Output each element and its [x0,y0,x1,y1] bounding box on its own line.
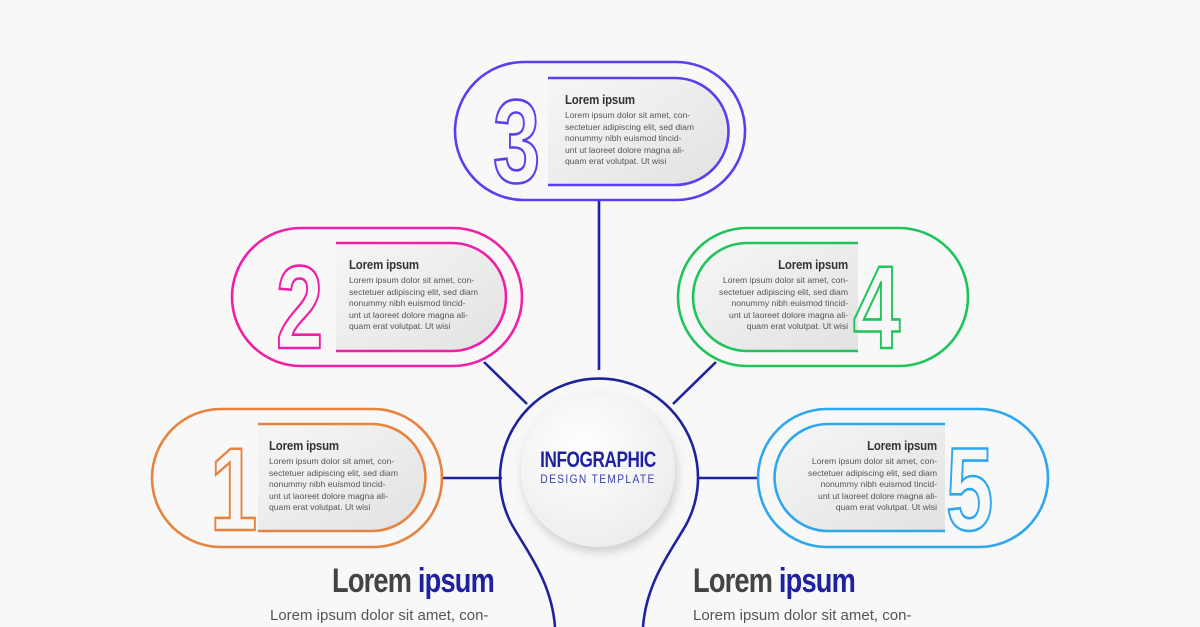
step-desc-line: nonummy nibh euismod tincid- [349,298,466,309]
step-5-text: Lorem ipsum Lorem ipsum dolor sit amet, … [767,438,937,514]
step-desc-line: nonummy nibh euismod tincid- [820,479,937,490]
center-heading: INFOGRAPHIC [540,447,656,472]
step-desc-line: Lorem ipsum dolor sit amet, con- [349,275,475,285]
step-desc-line: sectetuer adipiscing elit, sed diam [719,286,848,297]
bottom-heading: Lorem ipsum [332,562,495,601]
card-1: 1 [150,407,444,556]
step-desc-line: nonummy nibh euismod tincid- [731,298,848,309]
step-4-text: Lorem ipsum Lorem ipsum dolor sit amet, … [678,257,848,333]
step-title: Lorem ipsum [269,438,339,453]
heading-accent-word: ipsum [417,562,495,600]
step-desc-line: quam erat volutpat. Ut wisi [746,321,848,332]
step-desc-line: quam erat volutpat. Ut wisi [269,502,371,513]
step-desc-line: sectetuer adipiscing elit, sed diam [565,121,694,132]
step-title: Lorem ipsum [565,92,635,107]
bulb-outline [498,377,700,627]
center-subheading: DESIGN TEMPLATE [540,472,656,486]
step-number-4: 4 [853,241,900,373]
step-desc-line: sectetuer adipiscing elit, sed diam [349,286,478,297]
step-desc-line: quam erat volutpat. Ut wisi [565,156,667,167]
heading-word: Lorem [332,562,412,600]
step-desc-line: Lorem ipsum dolor sit amet, con- [565,110,691,120]
bottom-heading: Lorem ipsum [693,562,868,601]
step-desc-line: unt ut laoreet dolore magna ali- [565,144,684,155]
card-2: 2 [230,226,524,374]
step-desc-line: sectetuer adipiscing elit, sed diam [808,467,937,478]
step-title: Lorem ipsum [778,257,848,272]
step-1-text: Lorem ipsum Lorem ipsum dolor sit amet, … [269,438,439,514]
step-number-1: 1 [210,423,257,555]
step-desc-line: quam erat volutpat. Ut wisi [349,321,451,332]
step-desc-line: unt ut laoreet dolore magna ali- [269,490,388,501]
step-desc-line: Lorem ipsum dolor sit amet, con- [269,456,395,466]
step-desc-line: nonummy nibh euismod tincid- [565,133,682,144]
step-desc-line: Lorem ipsum dolor sit amet, con- [722,275,848,285]
connector-2 [483,361,528,405]
card-5: 5 [756,407,1050,556]
step-2-text: Lorem ipsum Lorem ipsum dolor sit amet, … [349,257,519,333]
step-desc-line: Lorem ipsum dolor sit amet, con- [811,456,937,466]
heading-word: Lorem [693,562,773,600]
bottom-left-block: Lorem ipsum Lorem ipsum dolor sit amet, … [270,562,535,624]
card-4: 4 [676,226,970,374]
card-3: 3 [453,60,747,208]
bottom-right-block: Lorem ipsum Lorem ipsum dolor sit amet, … [693,562,911,624]
step-title: Lorem ipsum [867,438,937,453]
step-desc-line: unt ut laoreet dolore magna ali- [729,309,848,320]
bottom-text: Lorem ipsum dolor sit amet, con- [270,607,489,624]
center-disc [521,393,675,547]
step-number-2: 2 [276,241,323,373]
step-desc-line: unt ut laoreet dolore magna ali- [349,309,468,320]
center-title: INFOGRAPHIC DESIGN TEMPLATE [520,447,676,487]
step-desc-line: nonummy nibh euismod tincid- [269,479,386,490]
connector-4 [672,361,717,405]
bottom-text: Lorem ipsum dolor sit amet, con- [693,607,912,624]
step-number-3: 3 [493,75,540,207]
step-title: Lorem ipsum [349,257,419,272]
step-desc-line: sectetuer adipiscing elit, sed diam [269,467,398,478]
step-number-5: 5 [946,423,993,555]
step-desc-line: quam erat volutpat. Ut wisi [835,502,937,513]
heading-accent-word: ipsum [778,562,856,600]
step-3-text: Lorem ipsum Lorem ipsum dolor sit amet, … [565,92,735,168]
step-desc-line: unt ut laoreet dolore magna ali- [818,490,937,501]
